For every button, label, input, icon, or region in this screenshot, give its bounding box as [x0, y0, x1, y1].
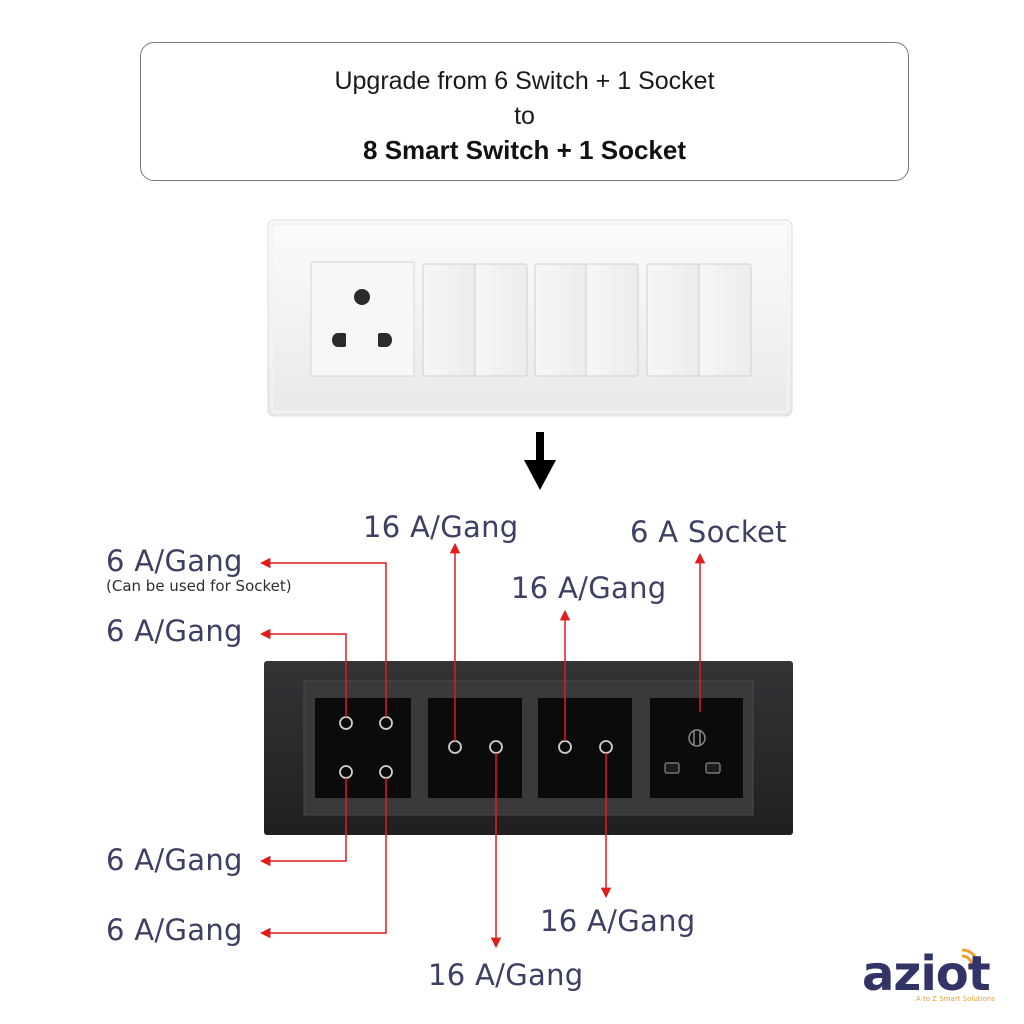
brand-tagline: A to Z Smart Solutions: [916, 995, 995, 1003]
label-module2-top: 16 A/Gang: [363, 510, 519, 544]
aziot-logo: aziot A to Z Smart Solutions: [862, 948, 1002, 1008]
down-arrow-icon: [524, 432, 556, 490]
socket-module: [650, 698, 743, 798]
headline-line-2: to: [514, 102, 535, 130]
smart-switch-panel: [264, 661, 793, 835]
label-left-top: 6 A/Gang: [106, 544, 243, 578]
annotation-lines: [259, 542, 706, 949]
headline-box: Upgrade from 6 Switch + 1 Socket to 8 Sm…: [140, 42, 909, 181]
old-socket-module: [310, 261, 415, 377]
old-switch-plate: [267, 219, 793, 417]
old-switch-rockers: [422, 263, 752, 377]
brand-name: aziot: [862, 946, 991, 1002]
label-left-second: 6 A/Gang: [106, 614, 243, 648]
headline-line-3: 8 Smart Switch + 1 Socket: [363, 135, 686, 165]
touch-module-1: [315, 698, 411, 798]
logo-wifi-icon: [961, 948, 980, 967]
touch-module-2: [428, 698, 522, 798]
label-socket-top: 6 A Socket: [630, 515, 787, 549]
label-module2-bottom: 16 A/Gang: [428, 958, 584, 992]
label-module3-top: 16 A/Gang: [511, 571, 667, 605]
touch-module-3: [538, 698, 632, 798]
label-module3-bottom: 16 A/Gang: [540, 904, 696, 938]
label-left-third: 6 A/Gang: [106, 843, 243, 877]
label-left-top-note: (Can be used for Socket): [106, 577, 292, 595]
headline-line-1: Upgrade from 6 Switch + 1 Socket: [334, 67, 715, 95]
label-left-bottom: 6 A/Gang: [106, 913, 243, 947]
